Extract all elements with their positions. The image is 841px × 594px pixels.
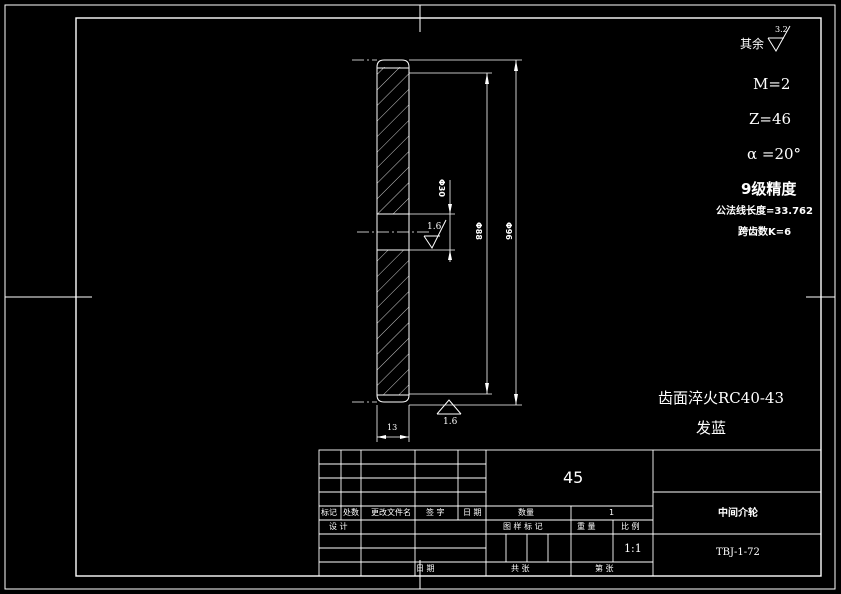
gear-span-teeth: 跨齿数K=6 xyxy=(738,227,792,238)
root-diameter-dimension: Φ88 xyxy=(474,222,483,240)
gear-base-tangent-length: 公法线长度=33.762 xyxy=(716,206,813,217)
face-roughness-value: 1.6 xyxy=(443,417,458,427)
general-roughness-label: 其余 xyxy=(740,37,765,51)
gear-accuracy: 9级精度 xyxy=(741,180,797,198)
rev-header-sign: 签 字 xyxy=(426,508,445,517)
gear-section-view xyxy=(352,59,430,403)
thickness-dimension: 13 xyxy=(387,423,398,432)
scale-value: 1:1 xyxy=(624,542,642,555)
rev-header-file: 更改文件名 xyxy=(371,508,411,517)
sheet-border xyxy=(4,4,836,590)
part-name: 中间介轮 xyxy=(718,508,758,519)
dimension-arrows xyxy=(377,60,518,439)
general-roughness-symbol xyxy=(767,25,791,52)
sheet-total: 共 张 xyxy=(511,564,530,573)
quantity-label: 数量 xyxy=(518,508,534,517)
blackening-note: 发蓝 xyxy=(696,419,727,437)
dimension-lines xyxy=(376,59,522,442)
weight-label: 重 量 xyxy=(577,522,596,531)
scale-label: 比 例 xyxy=(621,522,640,531)
face-roughness-symbol xyxy=(436,399,462,415)
section-hatch-upper xyxy=(377,67,409,214)
drawing-number: TBJ-1-72 xyxy=(716,547,760,558)
material: 45 xyxy=(563,468,584,487)
design-label: 设 计 xyxy=(329,522,348,531)
gear-teeth: Z=46 xyxy=(749,110,792,128)
quantity-value: 1 xyxy=(609,508,615,517)
tip-diameter-dimension: Φ96 xyxy=(504,222,513,240)
rev-header-date: 日 期 xyxy=(463,508,482,517)
rev-header-mark: 标记 xyxy=(321,508,337,517)
title-block xyxy=(318,449,822,577)
section-hatch-lower xyxy=(377,250,409,395)
general-roughness-value: 3.2 xyxy=(775,25,788,34)
sheet-number: 第 张 xyxy=(595,564,614,573)
roughness-symbols xyxy=(423,25,791,415)
gear-pressure-angle: α =20° xyxy=(747,145,802,163)
bore-roughness-value: 1.6 xyxy=(427,222,442,232)
bore-diameter-dimension: Φ30 xyxy=(437,179,446,197)
gear-module: M=2 xyxy=(753,75,791,93)
bore-roughness-symbol xyxy=(423,219,447,249)
rev-header-count: 处数 xyxy=(343,508,359,517)
hardening-note: 齿面淬火RC40-43 xyxy=(658,389,785,407)
date-label: 日 期 xyxy=(416,564,435,573)
stage-mark-label: 图 样 标 记 xyxy=(503,522,543,531)
